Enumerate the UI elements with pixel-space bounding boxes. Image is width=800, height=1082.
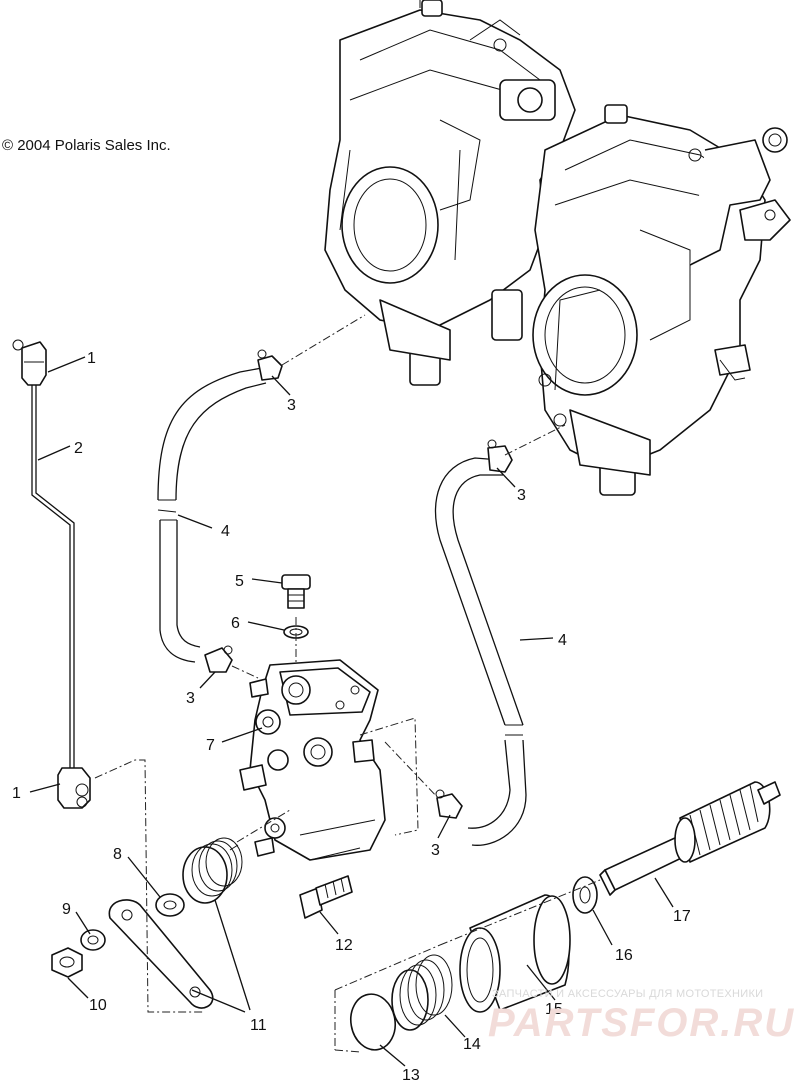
callout-4-right: 4 bbox=[558, 632, 567, 649]
pump-drive-assembly bbox=[349, 781, 781, 1051]
fuel-hose-left bbox=[157, 349, 283, 673]
callout-12: 12 bbox=[335, 937, 353, 954]
callout-3-top-left: 3 bbox=[287, 397, 296, 414]
callout-16: 16 bbox=[615, 947, 633, 964]
callout-17: 17 bbox=[673, 908, 691, 925]
callout-15: 15 bbox=[545, 1001, 563, 1018]
callout-labels: 1 2 1 3 3 3 3 4 4 5 6 7 8 9 10 11 12 13 … bbox=[12, 350, 691, 1082]
callout-6: 6 bbox=[231, 615, 240, 632]
callout-4-left: 4 bbox=[221, 523, 230, 540]
alignment-lines bbox=[94, 314, 601, 1053]
callout-14: 14 bbox=[463, 1036, 481, 1053]
spring-and-bracket bbox=[51, 837, 243, 1009]
fuel-hose-right bbox=[434, 439, 527, 846]
callout-8: 8 bbox=[113, 846, 122, 863]
callout-5: 5 bbox=[235, 573, 244, 590]
copyright-notice: © 2004 Polaris Sales Inc. bbox=[2, 137, 171, 154]
callout-3-top-right: 3 bbox=[517, 487, 526, 504]
callout-10: 10 bbox=[89, 997, 107, 1014]
callout-1-bottom: 1 bbox=[12, 785, 21, 802]
fuel-pump bbox=[239, 574, 386, 919]
watermark-tagline: ЗАПЧАСТИ И АКСЕССУАРЫ ДЛЯ МОТОТЕХНИКИ bbox=[492, 988, 764, 1000]
callout-3-mid-right: 3 bbox=[431, 842, 440, 859]
callout-11: 11 bbox=[250, 1017, 267, 1034]
watermark-logo: PARTSFOR.RU bbox=[488, 1001, 796, 1045]
callout-2: 2 bbox=[74, 440, 83, 457]
leader-lines bbox=[29, 356, 674, 1067]
callout-3-mid-left: 3 bbox=[186, 690, 195, 707]
callout-7: 7 bbox=[206, 737, 215, 754]
callout-9: 9 bbox=[62, 901, 71, 918]
spring bbox=[182, 837, 243, 904]
callout-13: 13 bbox=[402, 1067, 420, 1082]
linkage-rod bbox=[12, 339, 91, 809]
carburetor-assembly bbox=[324, 0, 791, 496]
callout-1-top: 1 bbox=[87, 350, 96, 367]
